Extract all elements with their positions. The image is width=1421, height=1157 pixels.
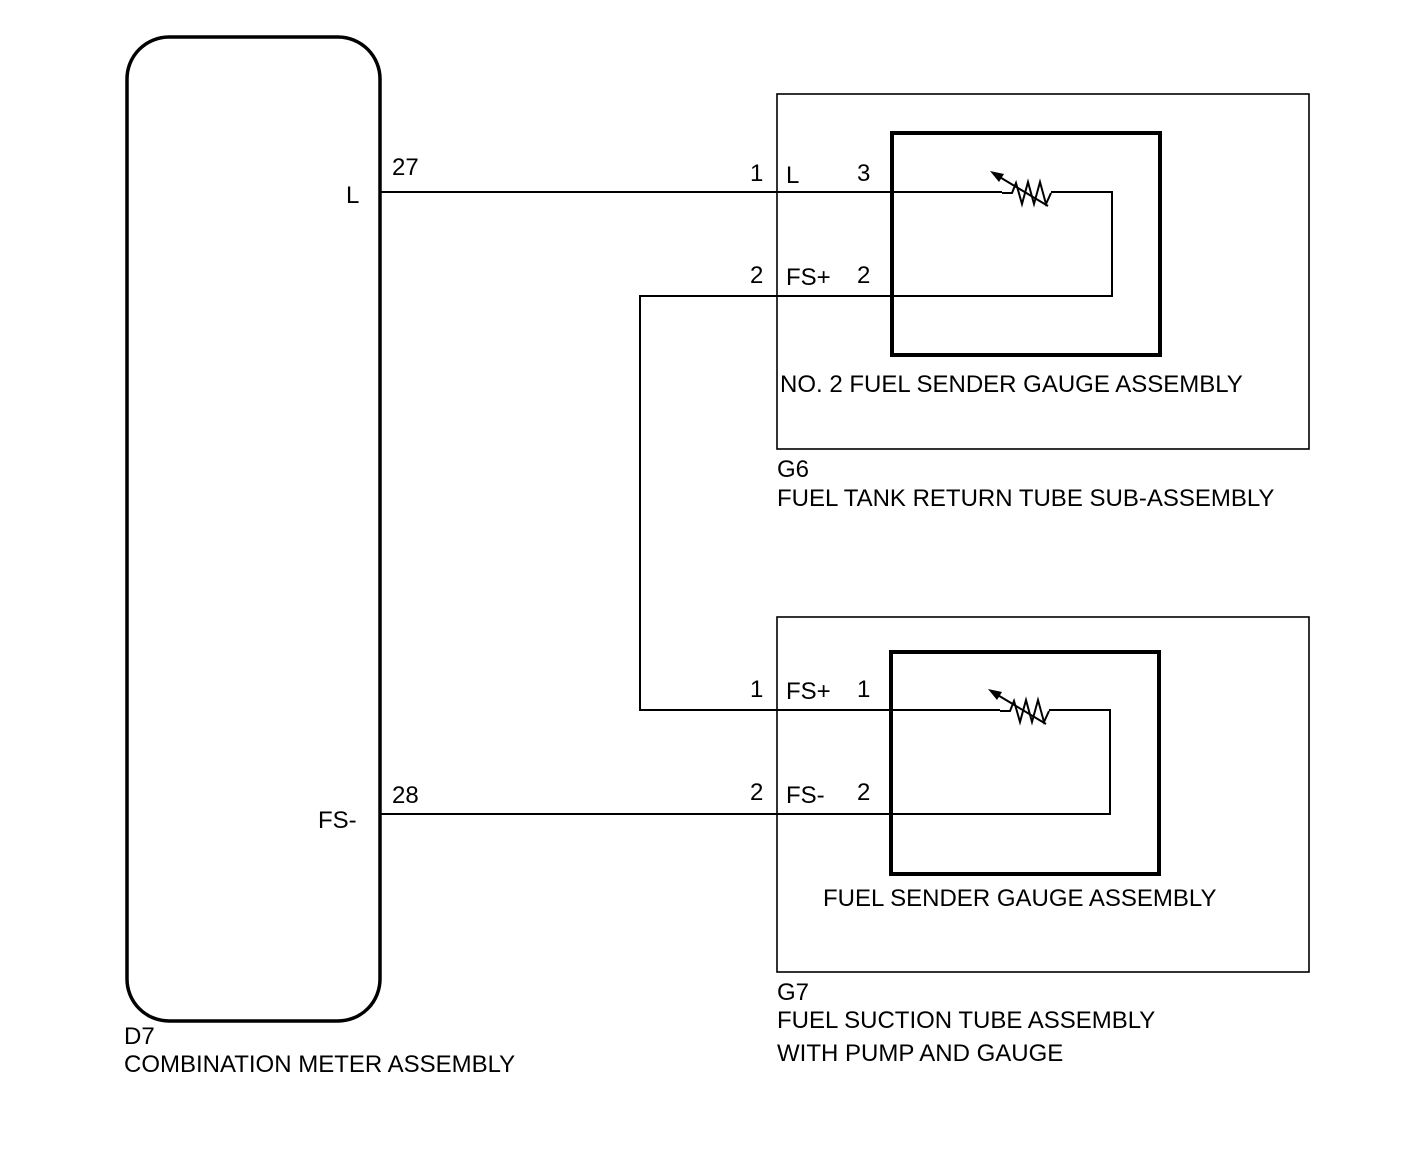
no2-sender-gauge-name: NO. 2 FUEL SENDER GAUGE ASSEMBLY	[780, 371, 1243, 398]
suction-tube-pin-2-number: 2	[750, 779, 763, 806]
suction-tube-pin-1-label: FS+	[786, 678, 831, 705]
suction-tube-outline	[776, 616, 1310, 973]
meter-pin-27-number: 27	[392, 154, 419, 181]
suction-tube-assembly[interactable]: 1 FS+ 1 2 FS- 2 FUEL SENDER GAUGE ASSEMB…	[750, 616, 1310, 1067]
suction-tube-name-line1: FUEL SUCTION TUBE ASSEMBLY	[777, 1007, 1155, 1034]
wire-fs-plus[interactable]	[639, 295, 1000, 711]
return-tube-pin-2-label: FS+	[786, 264, 831, 291]
combination-meter[interactable]: L 27 FS- 28 D7 COMBINATION METER ASSEMBL…	[124, 35, 515, 1078]
return-tube-pin-1-number: 1	[750, 160, 763, 187]
meter-pin-28-number: 28	[392, 782, 419, 809]
suction-tube-pin-1-number: 1	[750, 676, 763, 703]
return-tube-name: FUEL TANK RETURN TUBE SUB-ASSEMBLY	[777, 485, 1274, 512]
return-tube-code: G6	[777, 456, 809, 483]
sender-pin-1: 1	[857, 676, 870, 703]
variable-resistor-icon	[988, 689, 1050, 726]
return-tube-outline	[776, 93, 1310, 450]
no2-sender-pin-3: 3	[857, 160, 870, 187]
wire-sender-loop	[891, 709, 1111, 815]
suction-tube-pin-2-label: FS-	[786, 782, 825, 809]
meter-code: D7	[124, 1023, 155, 1050]
suction-tube-name-line2: WITH PUMP AND GAUGE	[777, 1040, 1063, 1067]
suction-tube-code: G7	[777, 979, 809, 1006]
combination-meter-body	[125, 35, 382, 1023]
return-tube-pin-2-number: 2	[750, 262, 763, 289]
wiring	[380, 191, 1113, 815]
return-tube-assembly[interactable]: 1 L 3 2 FS+ 2 NO. 2 FUEL SENDER GAUGE AS…	[750, 93, 1310, 512]
no2-sender-pin-2: 2	[857, 262, 870, 289]
return-tube-pin-1-label: L	[786, 162, 799, 189]
wire-no2-sender-loop	[892, 191, 1113, 297]
sender-gauge-outline	[889, 650, 1161, 876]
meter-name: COMBINATION METER ASSEMBLY	[124, 1051, 515, 1078]
sender-gauge-name: FUEL SENDER GAUGE ASSEMBLY	[823, 885, 1216, 912]
meter-pin-28-label: FS-	[318, 807, 357, 834]
meter-pin-27-label: L	[346, 182, 359, 209]
sender-pin-2: 2	[857, 779, 870, 806]
variable-resistor-icon	[990, 171, 1052, 208]
no2-sender-gauge-outline	[890, 131, 1162, 357]
